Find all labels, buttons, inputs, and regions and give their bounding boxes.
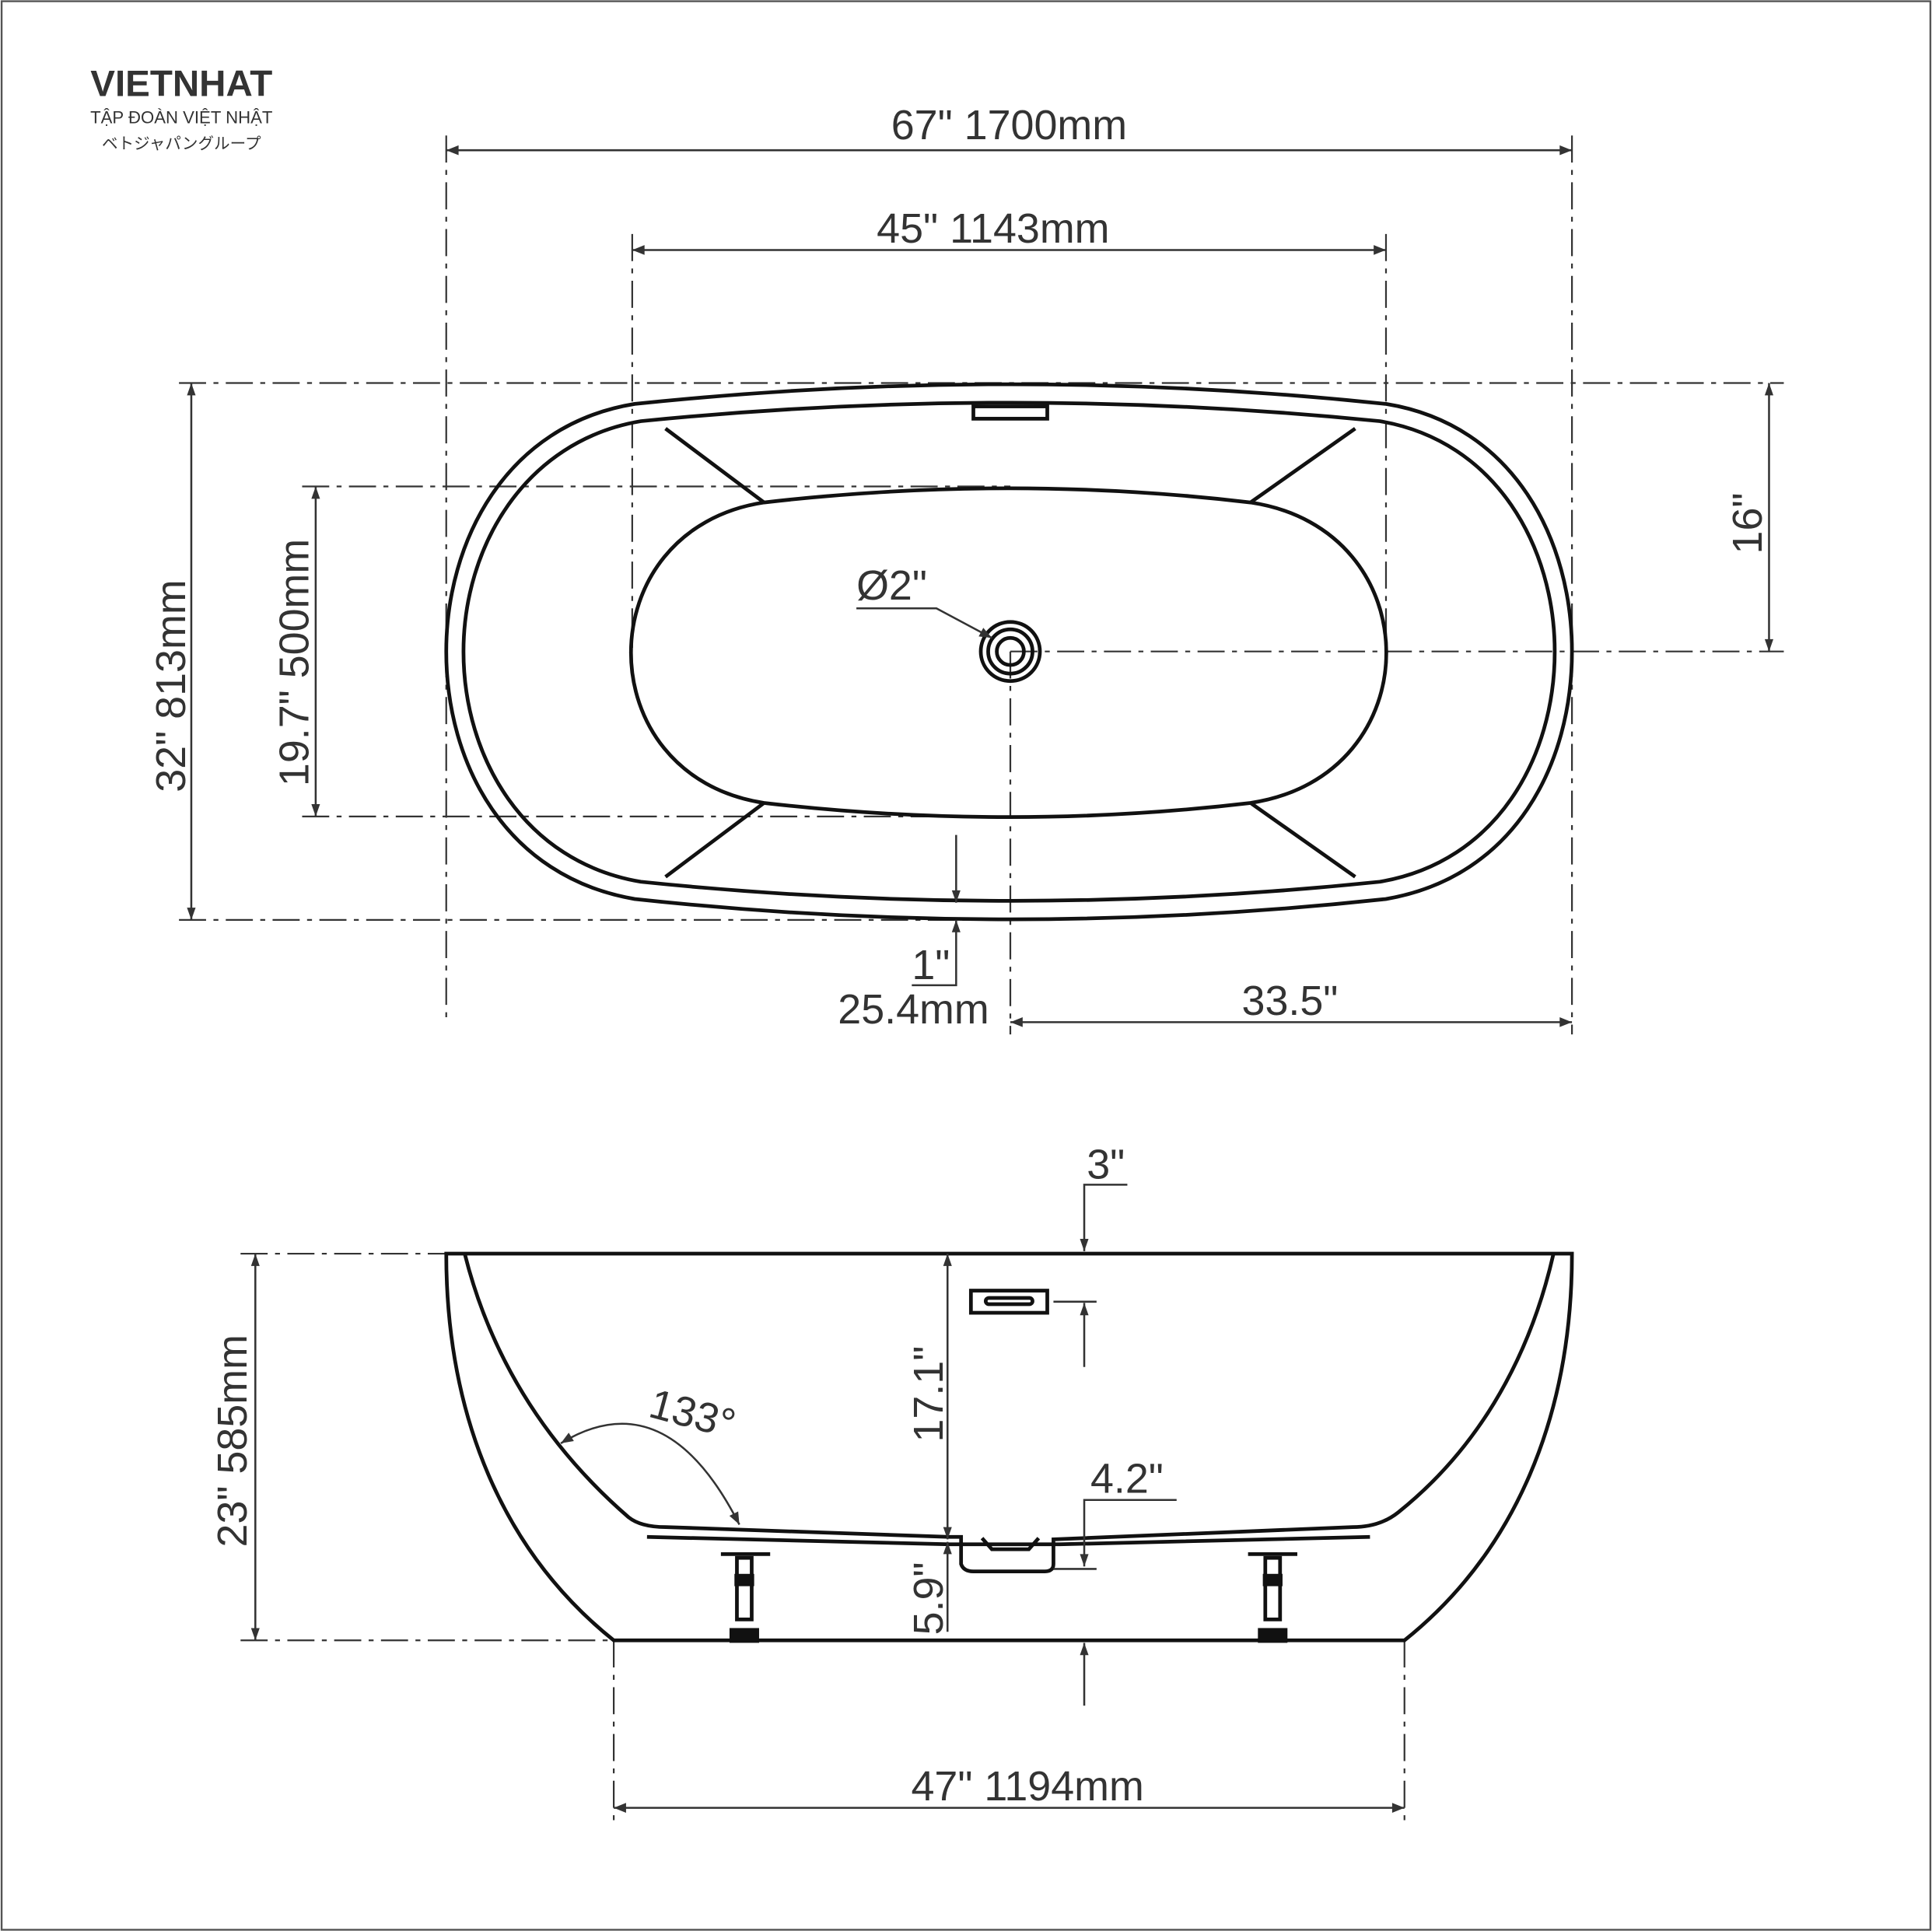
dim-inner-width: 19.7" 500mm <box>271 539 317 786</box>
overflow-top <box>971 404 1049 421</box>
dim-base-height: 5.9" <box>905 1562 952 1635</box>
drain-icon <box>978 620 1042 684</box>
tub-side-outline <box>444 1251 1574 1642</box>
dim-rim-in: 1" <box>912 942 950 988</box>
dim-base-length: 47" 1194mm <box>911 1763 1143 1810</box>
tub-inner-rim <box>461 401 1557 903</box>
dim-angle: 133° <box>645 1380 740 1448</box>
dim-drain-depth: 4.2" <box>1090 1455 1164 1502</box>
dim-drain: Ø2" <box>856 562 927 609</box>
dim-overflow-from-rim: 3" <box>1087 1141 1125 1188</box>
logo-brand: VIETNHAT <box>90 64 272 105</box>
dim-inner-depth: 17.1" <box>905 1346 952 1443</box>
tub-outer-rim <box>444 382 1574 922</box>
tub-basin <box>628 486 1388 820</box>
logo: VIETNHAT TẬP ĐOÀN VIỆT NHẬT ベトジャパングループ <box>90 64 273 153</box>
logo-subtitle-vi: TẬP ĐOÀN VIỆT NHẬT <box>90 107 273 127</box>
leg-left <box>720 1552 771 1643</box>
side-view: 23" 585mm 3" 17.1" 4.2" 5.9" 133° 47" 11… <box>209 1141 1574 1823</box>
overflow-side <box>968 1289 1049 1315</box>
dim-overall-width: 32" 813mm <box>148 579 194 792</box>
dim-drain-offset: 33.5" <box>1242 978 1339 1024</box>
dim-rim-mm: 25.4mm <box>838 986 989 1033</box>
dim-half-width: 16" <box>1724 493 1771 554</box>
leg-right <box>1248 1552 1297 1643</box>
top-view: 67" 1700mm 45" 1143mm 32" 813mm 19.7" 50… <box>148 102 1784 1035</box>
dim-overall-length: 67" 1700mm <box>891 102 1127 149</box>
dim-height: 23" 585mm <box>209 1335 256 1547</box>
tub-side-inner <box>463 1253 1556 1573</box>
logo-subtitle-jp: ベトジャパングループ <box>102 135 261 153</box>
dim-inner-length: 45" 1143mm <box>877 205 1109 252</box>
